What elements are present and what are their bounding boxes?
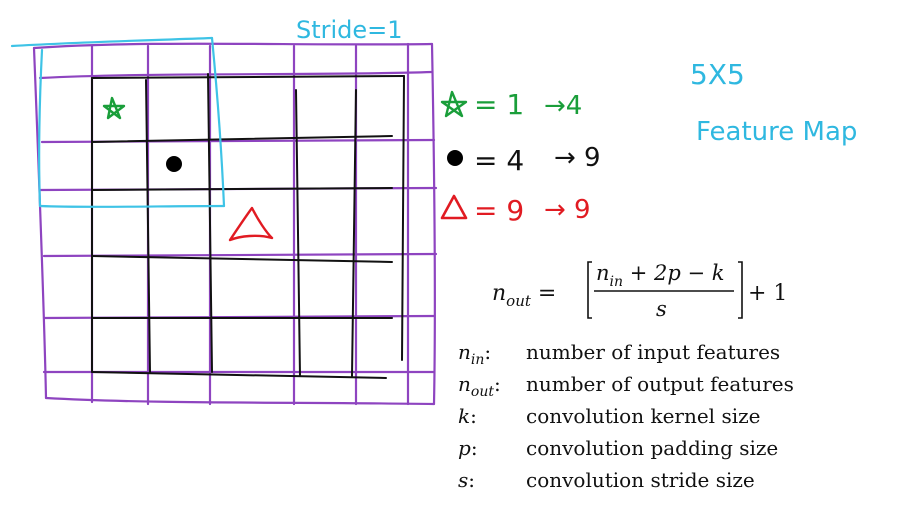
legend-row-n-in: nin:number of input features [458, 340, 781, 368]
floor-bracket-right [738, 261, 743, 319]
svg-text:nout =: nout = [492, 281, 556, 310]
legend-row-p: p:convolution padding size [458, 436, 779, 460]
count-row-dot: = 4 → 9 [447, 143, 601, 177]
formula-denominator: s [656, 297, 667, 321]
dot-icon [447, 150, 463, 166]
svg-text:= 9: = 9 [474, 194, 524, 227]
count-row-star: = 1 →4 [440, 88, 582, 121]
svg-text:= 1: = 1 [474, 88, 524, 121]
triangle-icon [440, 194, 468, 220]
triangle-icon [228, 206, 274, 242]
kernel-window [10, 36, 226, 208]
formula-numerator: nin + 2p − k [596, 261, 724, 290]
svg-text:= 4: = 4 [474, 144, 524, 177]
svg-text:→ 9: → 9 [544, 195, 591, 225]
formula-tail: + 1 [748, 281, 787, 306]
feature-map-size: 5X5 [690, 58, 745, 91]
legend-row-s: s:convolution stride size [458, 468, 755, 492]
input-feature-grid [91, 73, 405, 379]
floor-bracket-left [587, 261, 592, 319]
padded-input-grid [32, 42, 438, 406]
legend-row-n-out: nout:number of output features [458, 372, 794, 400]
legend-row-k: k:convolution kernel size [458, 404, 761, 428]
star-icon [440, 90, 468, 118]
svg-text:→ 9: → 9 [554, 143, 601, 173]
feature-map-label: Feature Map [696, 117, 857, 147]
count-row-triangle: = 9 → 9 [440, 194, 591, 227]
star-icon [102, 96, 126, 120]
output-size-formula: nout = nin + 2p − k s + 1 [492, 261, 787, 321]
dot-icon [166, 156, 182, 172]
stride-label: Stride=1 [296, 16, 403, 44]
svg-text:→4: →4 [544, 91, 582, 121]
